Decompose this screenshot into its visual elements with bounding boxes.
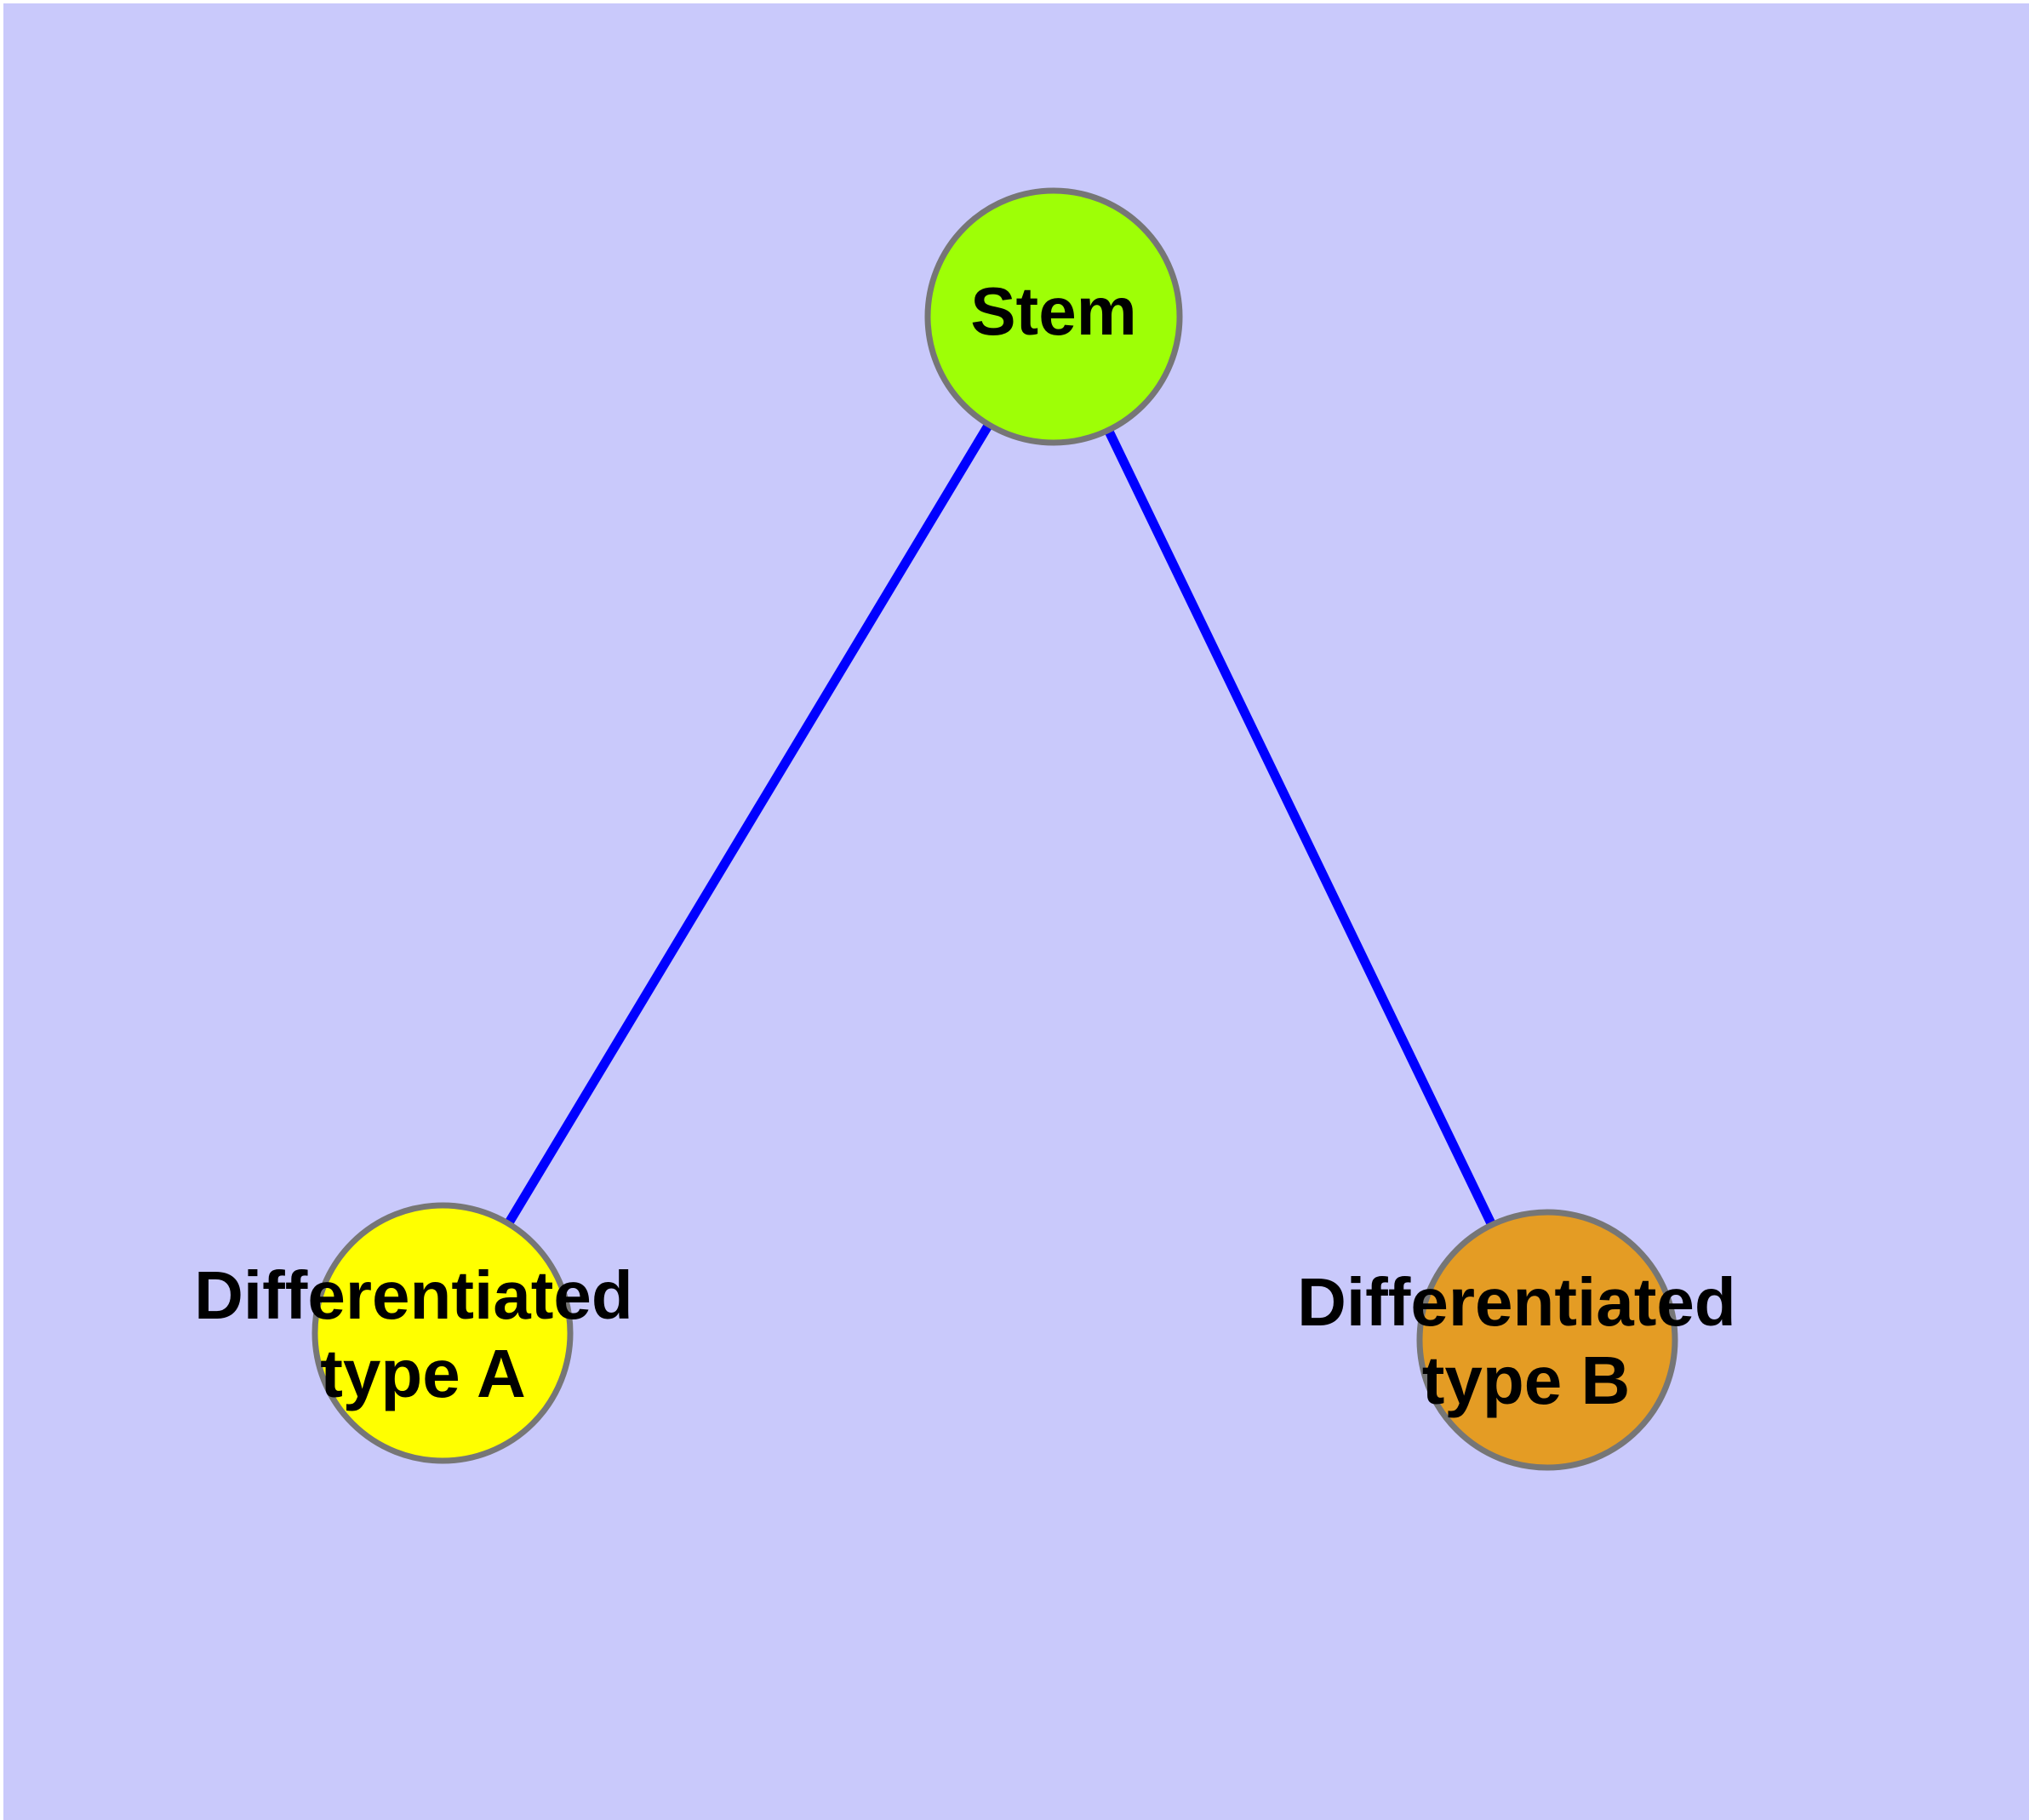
edge-layer xyxy=(438,314,1552,1342)
node-differentiated-type-a-label: Differentiated type A xyxy=(194,1257,652,1411)
node-stem-circle[interactable] xyxy=(924,187,1183,446)
node-layer: Stem Differentiated type A Differentiate… xyxy=(194,187,1755,1471)
node-stem-label-line-1: Stem xyxy=(970,273,1137,349)
node-differentiated-type-b-circle[interactable] xyxy=(1416,1209,1678,1471)
node-differentiated-type-a-label-line-2: type A xyxy=(320,1336,526,1411)
node-differentiated-type-b[interactable] xyxy=(1416,1209,1678,1471)
node-differentiated-type-a[interactable] xyxy=(311,1202,574,1464)
node-differentiated-type-b-label: Differentiated type B xyxy=(1297,1264,1755,1418)
node-differentiated-type-b-label-line-1: Differentiated xyxy=(1297,1264,1736,1340)
node-stem[interactable]: Stem xyxy=(924,187,1183,446)
node-differentiated-type-a-circle[interactable] xyxy=(311,1202,574,1464)
edge-stem-to-differentiated-type-b xyxy=(1049,314,1552,1342)
node-differentiated-type-a-label-line-1: Differentiated xyxy=(194,1257,633,1333)
edge-stem-to-differentiated-type-a xyxy=(438,314,1058,1336)
node-stem-label: Stem xyxy=(970,273,1137,349)
node-differentiated-type-b-label-line-2: type B xyxy=(1422,1342,1631,1418)
